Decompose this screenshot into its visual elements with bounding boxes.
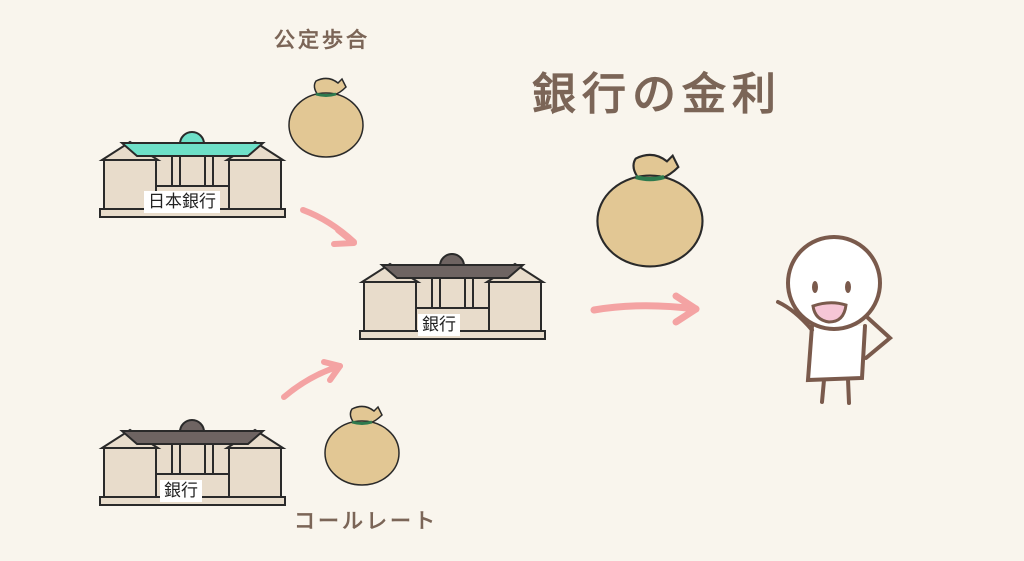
diagram-title: 銀行の金利 (532, 69, 782, 120)
arrow-icon (300, 207, 357, 247)
arrow-icon (281, 359, 343, 400)
bank-label-lower: 銀行 (160, 480, 202, 502)
commercial-bank-building-center (359, 253, 546, 340)
person-character (776, 235, 894, 405)
official-discount-rate-label: 公定歩合 (274, 28, 370, 52)
commercial-bank-building-lower (99, 419, 286, 506)
call-rate-label: コールレート (294, 509, 438, 533)
arrow-icon (590, 292, 700, 326)
bank-of-japan-label: 日本銀行 (144, 191, 220, 213)
money-bag-icon (287, 76, 365, 159)
bank-label-center: 銀行 (418, 314, 460, 336)
money-bag-large-icon (597, 155, 702, 267)
bank-of-japan-building (99, 131, 286, 218)
money-bag-icon (323, 404, 401, 487)
